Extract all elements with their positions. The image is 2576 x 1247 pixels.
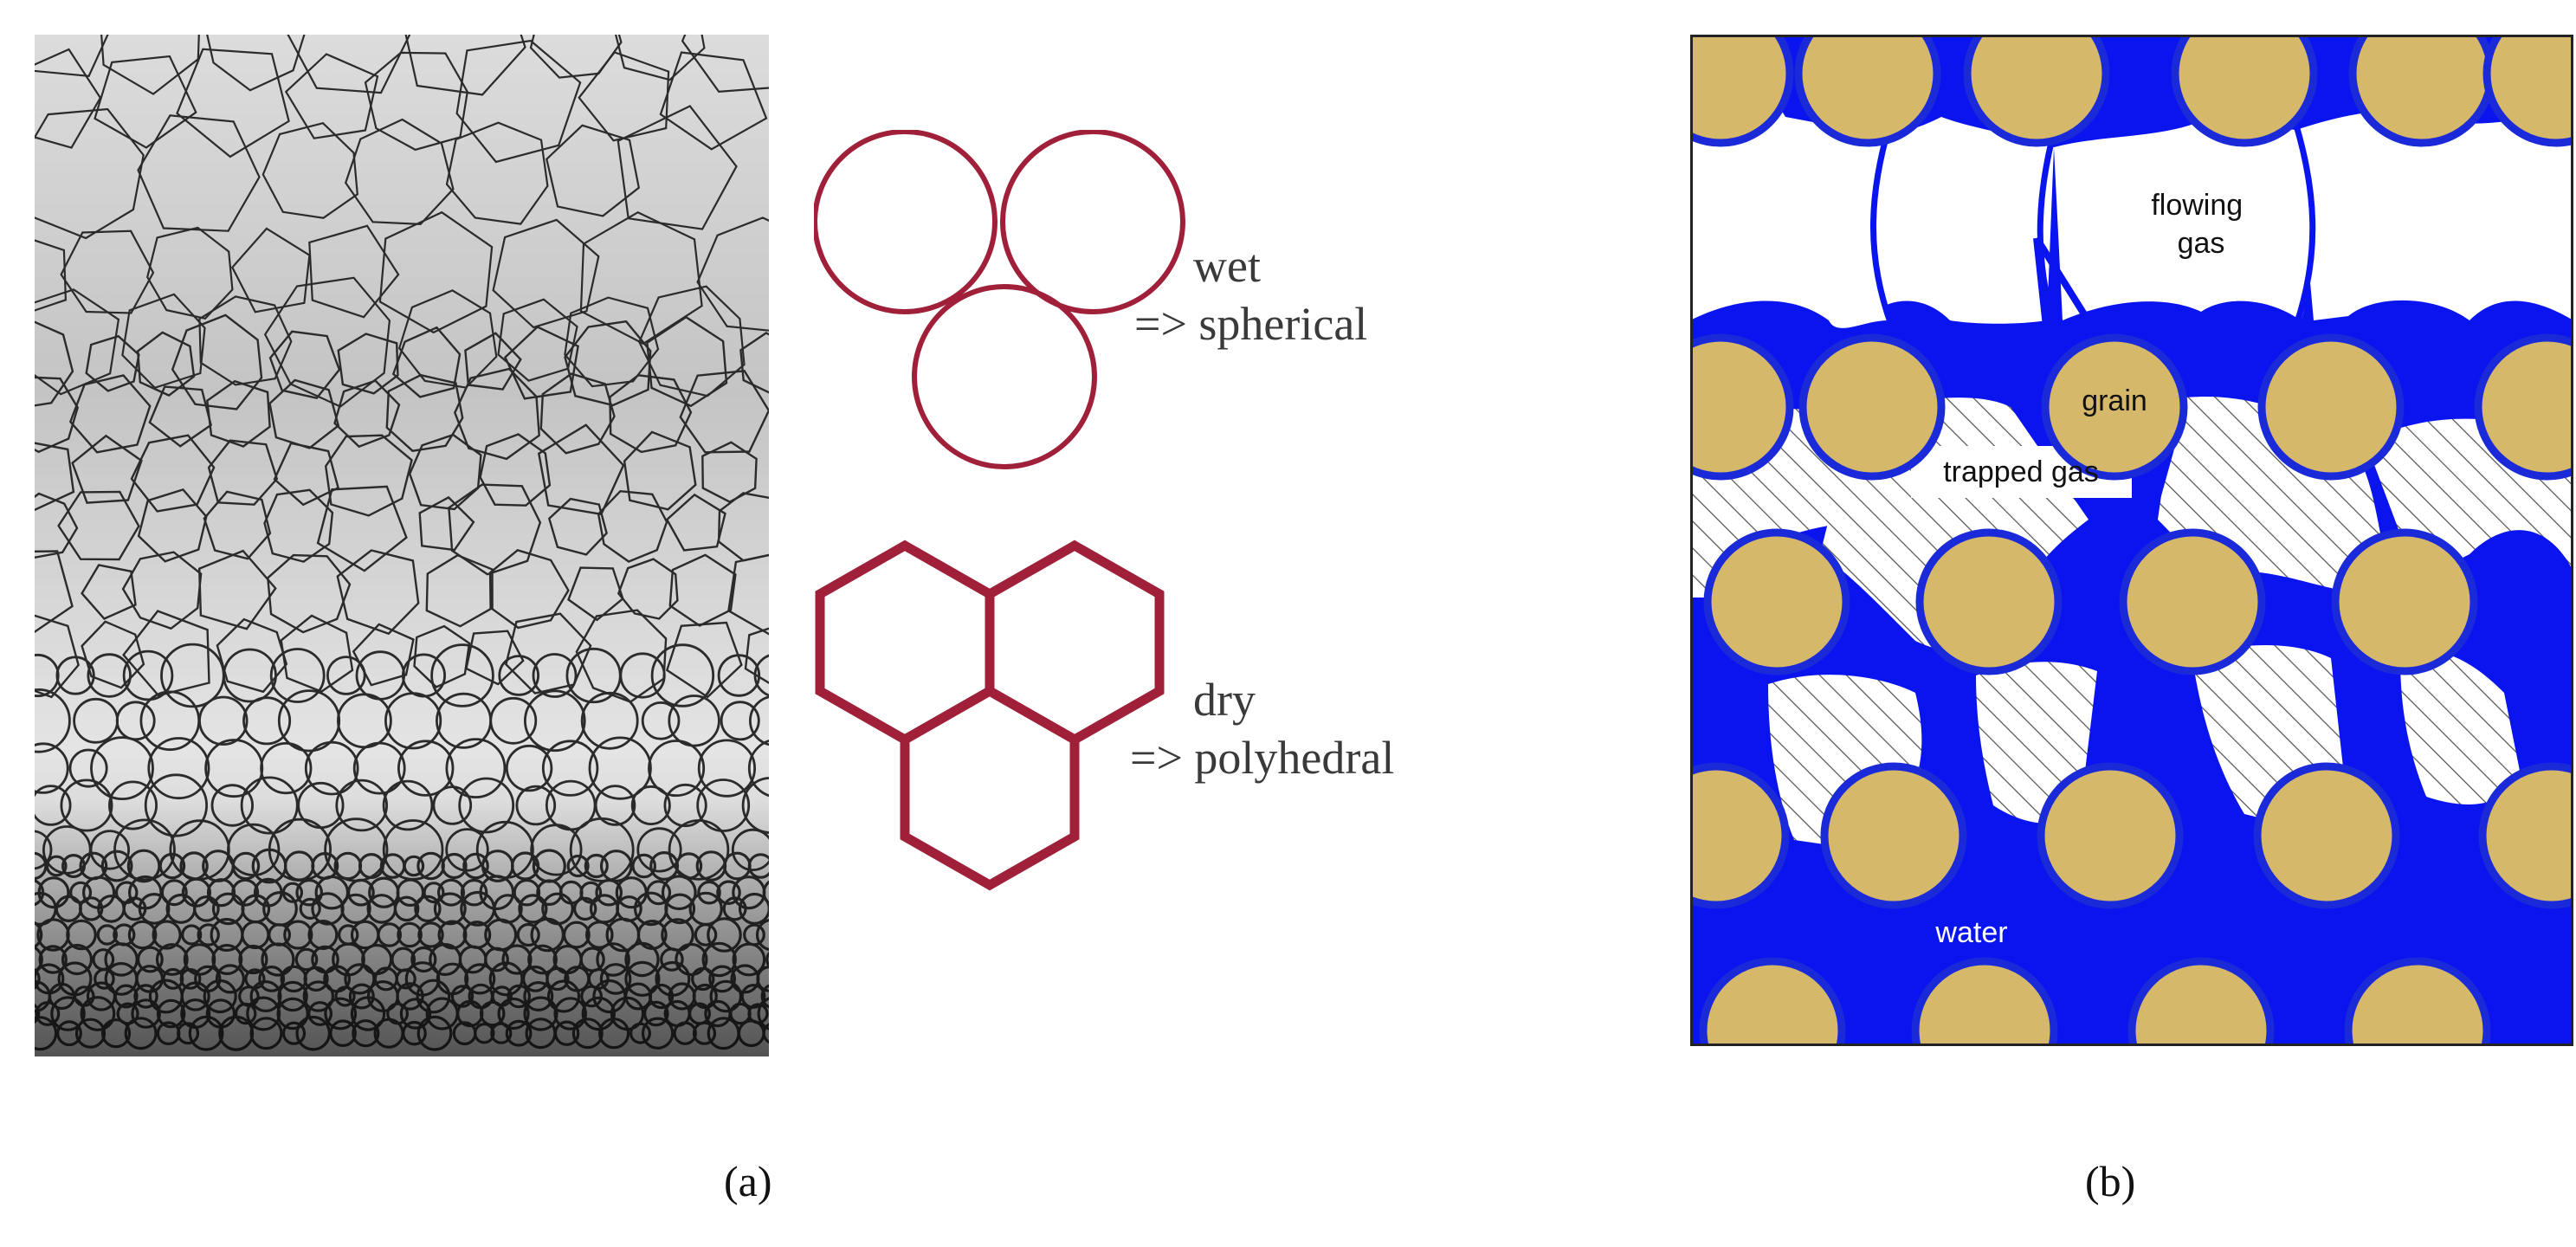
wet-label: wet [1193,240,1261,292]
flowing-gas-label: flowing gas [2151,189,2250,260]
grain [1794,35,1941,147]
grain [2037,762,2184,909]
grains [1690,35,2573,1046]
grain [2257,333,2405,481]
grain [1798,333,1946,481]
grain [1911,957,2058,1046]
grain [2253,762,2400,909]
porous-medium-diagram: flowing gas grain trapped gas water [1690,35,2573,1046]
lamella-lines [1870,125,2316,326]
grain [2474,333,2573,481]
flowing-gas-pore [2054,121,2310,320]
water-bridge [2033,236,2102,340]
grain [2482,35,2573,147]
foam-shape-schematic [814,130,1185,891]
dry-label: dry [1193,674,1256,726]
trapped-gas-label: trapped gas [1943,456,2099,488]
dry-hexagon [900,685,1080,891]
grain [2331,528,2478,675]
grain [2344,957,2491,1046]
wet-circle [1000,130,1185,314]
lamella [1870,125,1895,326]
grain [1690,35,1794,147]
grain [2478,762,2573,909]
grain [1690,762,1790,909]
panel-label-b: (b) [2085,1157,2136,1205]
trapped-gas-region [2400,651,2521,804]
grain [2041,333,2188,481]
grain [1690,333,1794,481]
flowing-gas-pore [2296,110,2573,321]
grain [2348,35,2495,147]
diagram-border [1690,35,2573,1046]
polyhedral-label: => polyhedral [1130,732,1395,784]
flowing-gas-pore [1690,97,1889,328]
grain [1699,957,1846,1046]
wet-circle [912,284,1097,469]
grain [1963,35,2110,147]
grain [2119,528,2266,675]
wet-circles [814,130,1185,469]
water-label: water [1934,916,2007,949]
foam-bubbles-image [35,35,769,1056]
grain [2171,35,2318,147]
grain [1915,528,2063,675]
grain [1703,528,1850,675]
grain [2127,957,2275,1046]
grain-label: grain [2082,384,2147,417]
dry-hexagons [815,540,1165,891]
lamella [2037,131,2057,326]
foam-photograph [35,35,769,1056]
lamella [2293,125,2316,326]
spherical-label: => spherical [1134,298,1368,350]
grain [1820,762,1967,909]
panel-label-a: (a) [724,1157,772,1205]
wet-circle [814,130,997,314]
